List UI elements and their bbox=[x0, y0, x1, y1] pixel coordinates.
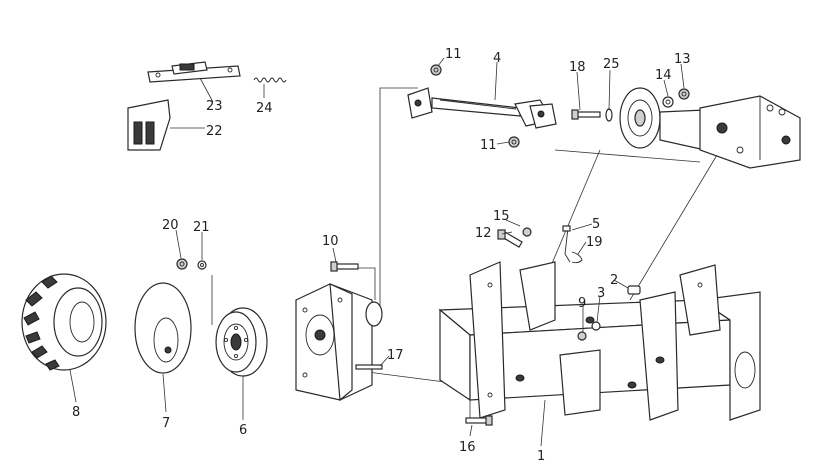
part-1-main-frame bbox=[438, 261, 761, 421]
part-6-wheel-rim bbox=[215, 307, 268, 377]
callout-7: 7 bbox=[162, 416, 170, 431]
part-11-nut-upper bbox=[430, 64, 442, 76]
callout-24: 24 bbox=[256, 101, 273, 116]
part-4-drive-shaft bbox=[407, 87, 557, 129]
callout-11-upper: 11 bbox=[445, 47, 462, 62]
callout-16: 16 bbox=[459, 440, 476, 455]
part-13-nut bbox=[678, 88, 690, 100]
part-9-nut bbox=[577, 331, 587, 341]
gearbox-housing bbox=[295, 283, 383, 402]
callout-25: 25 bbox=[603, 57, 620, 72]
callout-9: 9 bbox=[578, 296, 586, 311]
callout-labels: 11 4 18 25 13 14 11 23 24 22 10 20 21 15… bbox=[72, 47, 691, 464]
rotor-housing-assembly bbox=[619, 87, 801, 169]
callout-23: 23 bbox=[206, 99, 223, 114]
callout-6: 6 bbox=[239, 423, 247, 438]
callout-2: 2 bbox=[610, 273, 618, 288]
callout-leaders bbox=[69, 57, 685, 447]
callout-12: 12 bbox=[475, 226, 492, 241]
part-19-spring-pin bbox=[571, 251, 583, 264]
callout-4: 4 bbox=[493, 51, 501, 66]
callout-21: 21 bbox=[193, 220, 210, 235]
part-17-pin bbox=[355, 364, 383, 370]
part-12-bolt bbox=[497, 229, 523, 248]
callout-1: 1 bbox=[537, 449, 545, 464]
callout-13: 13 bbox=[674, 52, 691, 67]
callout-17: 17 bbox=[387, 348, 404, 363]
callout-8: 8 bbox=[72, 405, 80, 420]
callout-14: 14 bbox=[655, 68, 672, 83]
callout-20: 20 bbox=[162, 218, 179, 233]
part-8-tire bbox=[21, 273, 107, 371]
part-25-washer bbox=[605, 108, 613, 122]
callout-15: 15 bbox=[493, 209, 510, 224]
part-11-nut-lower bbox=[508, 136, 520, 148]
part-10-bolt bbox=[330, 261, 359, 272]
part-18-bolt bbox=[571, 109, 601, 120]
part-14-washer bbox=[662, 96, 674, 108]
part-22-clip-plate bbox=[127, 99, 171, 151]
part-21-washer bbox=[197, 260, 207, 270]
part-16-bolt bbox=[465, 415, 493, 426]
part-24-spring bbox=[253, 77, 287, 83]
part-15-nut bbox=[522, 227, 532, 237]
part-7-wheel-disc bbox=[134, 282, 192, 374]
callout-18: 18 bbox=[569, 60, 586, 75]
callout-10: 10 bbox=[322, 234, 339, 249]
part-2-bushing bbox=[627, 285, 641, 295]
callout-11-lower: 11 bbox=[480, 138, 497, 153]
callout-22: 22 bbox=[206, 124, 223, 139]
part-5-handle bbox=[562, 225, 571, 263]
callout-3: 3 bbox=[597, 286, 605, 301]
part-23-bracket-plate bbox=[147, 61, 241, 83]
part-20-nut bbox=[176, 258, 188, 270]
callout-19: 19 bbox=[586, 235, 603, 250]
part-3-washer bbox=[591, 321, 601, 331]
callout-5: 5 bbox=[592, 217, 600, 232]
